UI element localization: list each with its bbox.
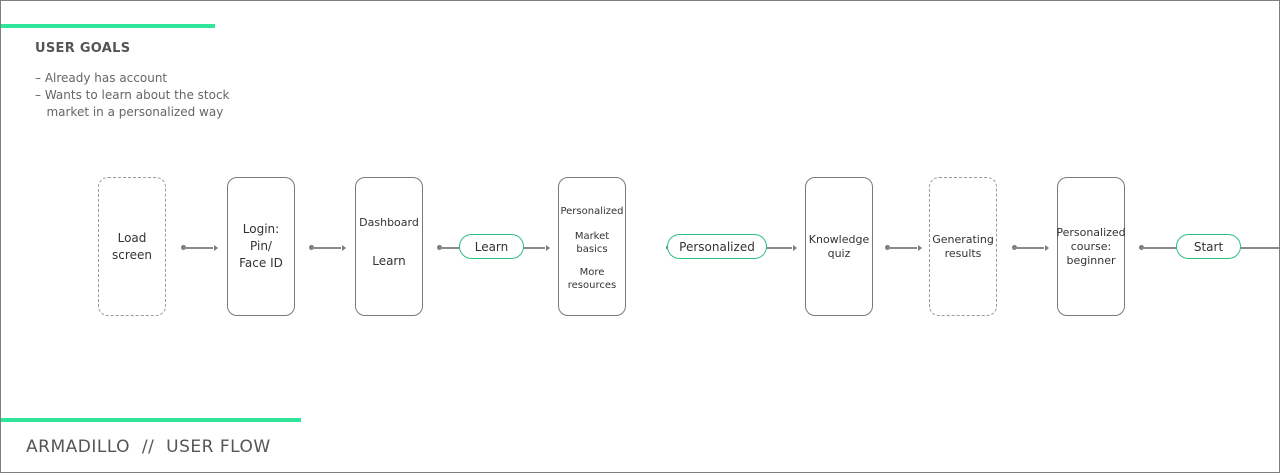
menu-item-personalized: Personalized (560, 206, 624, 217)
dashboard-card: Dashboard Learn (355, 177, 423, 316)
menu-item-market-basics: Market (574, 231, 610, 242)
menu-item-more-resources: More (579, 267, 605, 278)
card-label: course: (1070, 239, 1112, 253)
start-action-pill: Start (1176, 234, 1241, 259)
personalized-course-card: Personalized course: beginner (1056, 177, 1126, 316)
personalized-action-pill: Personalized (667, 234, 767, 259)
learn-menu-item: Learn (372, 253, 406, 268)
card-label: results (944, 246, 982, 260)
menu-item-market-basics: basics (576, 244, 608, 255)
connector-line (887, 247, 917, 249)
login-card: Login: Pin/ Face ID (227, 177, 295, 316)
arrowhead-icon (918, 245, 922, 251)
bottom-accent-bar (1, 418, 301, 422)
card-label: beginner (1066, 253, 1116, 267)
generating-results-card: Generating results (929, 177, 997, 316)
personalized-menu-card: Personalized Market basics More resource… (558, 177, 626, 316)
user-goals-list: – Already has account – Wants to learn a… (35, 70, 230, 121)
card-label: Generating (932, 232, 994, 246)
card-label: Face ID (239, 256, 283, 270)
arrowhead-icon (793, 245, 797, 251)
card-label: screen (112, 247, 152, 262)
connector-line (1014, 247, 1044, 249)
menu-item-more-resources: resources (567, 280, 617, 291)
card-label: Login: (242, 222, 280, 236)
arrowhead-icon (214, 245, 218, 251)
load-screen-card: Load screen (98, 177, 166, 316)
arrowhead-icon (546, 245, 550, 251)
arrowhead-icon (1045, 245, 1049, 251)
card-label: Dashboard (359, 215, 419, 229)
card-label: Knowledge (808, 232, 870, 246)
goal-item: – Wants to learn about the stock (35, 88, 230, 102)
top-accent-bar (1, 24, 215, 28)
goal-item: market in a personalized way (35, 105, 224, 119)
card-label: Pin/ (250, 239, 272, 253)
card-label: Personalized (1056, 225, 1126, 239)
knowledge-quiz-card: Knowledge quiz (805, 177, 873, 316)
footer-title: ARMADILLO // USER FLOW (26, 437, 271, 457)
card-label: Load (117, 230, 147, 245)
connector-line (311, 247, 341, 249)
connector-line (183, 247, 213, 249)
card-label: quiz (827, 246, 851, 260)
learn-action-pill: Learn (459, 234, 524, 259)
goal-item: – Already has account (35, 71, 168, 85)
arrowhead-icon (342, 245, 346, 251)
user-goals-title: USER GOALS (35, 41, 131, 56)
